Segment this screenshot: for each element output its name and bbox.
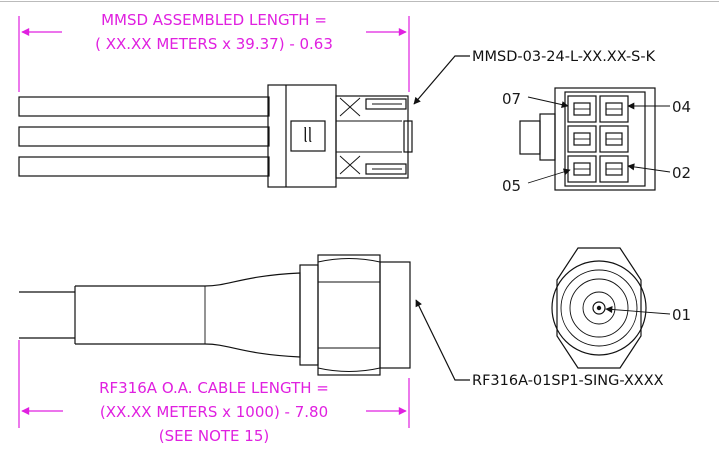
- mmsd-part-number: MMSD-03-24-L-XX.XX-S-K: [472, 49, 656, 65]
- rf-part-number-callout: RF316A-01SP1-SING-XXXX: [415, 299, 664, 389]
- rf-cable-side-view: [19, 254, 411, 376]
- housing-marking: ᥣᥣ: [303, 127, 312, 147]
- pin-callouts: 07 04 05 02: [502, 90, 691, 195]
- mmsd-cable-side-view: ᥣᥣ: [18, 84, 413, 188]
- rf-dimension-line1: RF316A O.A. CABLE LENGTH =: [99, 379, 329, 397]
- rf-part-number: RF316A-01SP1-SING-XXXX: [472, 373, 664, 389]
- pin-01-label: 01: [672, 306, 691, 324]
- rf-connector-end-view: [551, 247, 647, 369]
- mmsd-end-view: [519, 87, 656, 191]
- pin-07-label: 07: [502, 90, 521, 108]
- pin-01-callout: 01: [605, 306, 691, 324]
- rf-dimension-line2: (XX.XX METERS x 1000) - 7.80: [100, 403, 328, 421]
- pin-04-label: 04: [672, 98, 691, 116]
- mmsd-part-number-callout: MMSD-03-24-L-XX.XX-S-K: [413, 49, 656, 105]
- rf-dimension-line3: (SEE NOTE 15): [159, 427, 269, 445]
- pin-05-label: 05: [502, 177, 521, 195]
- rf-length-dimension: RF316A O.A. CABLE LENGTH = (XX.XX METERS…: [18, 340, 410, 445]
- mmsd-length-dimension: MMSD ASSEMBLED LENGTH = ( XX.XX METERS x…: [18, 11, 410, 92]
- mmsd-dimension-line2: ( XX.XX METERS x 39.37) - 0.63: [95, 35, 333, 53]
- mmsd-dimension-line1: MMSD ASSEMBLED LENGTH =: [101, 11, 327, 29]
- pin-02-label: 02: [672, 164, 691, 182]
